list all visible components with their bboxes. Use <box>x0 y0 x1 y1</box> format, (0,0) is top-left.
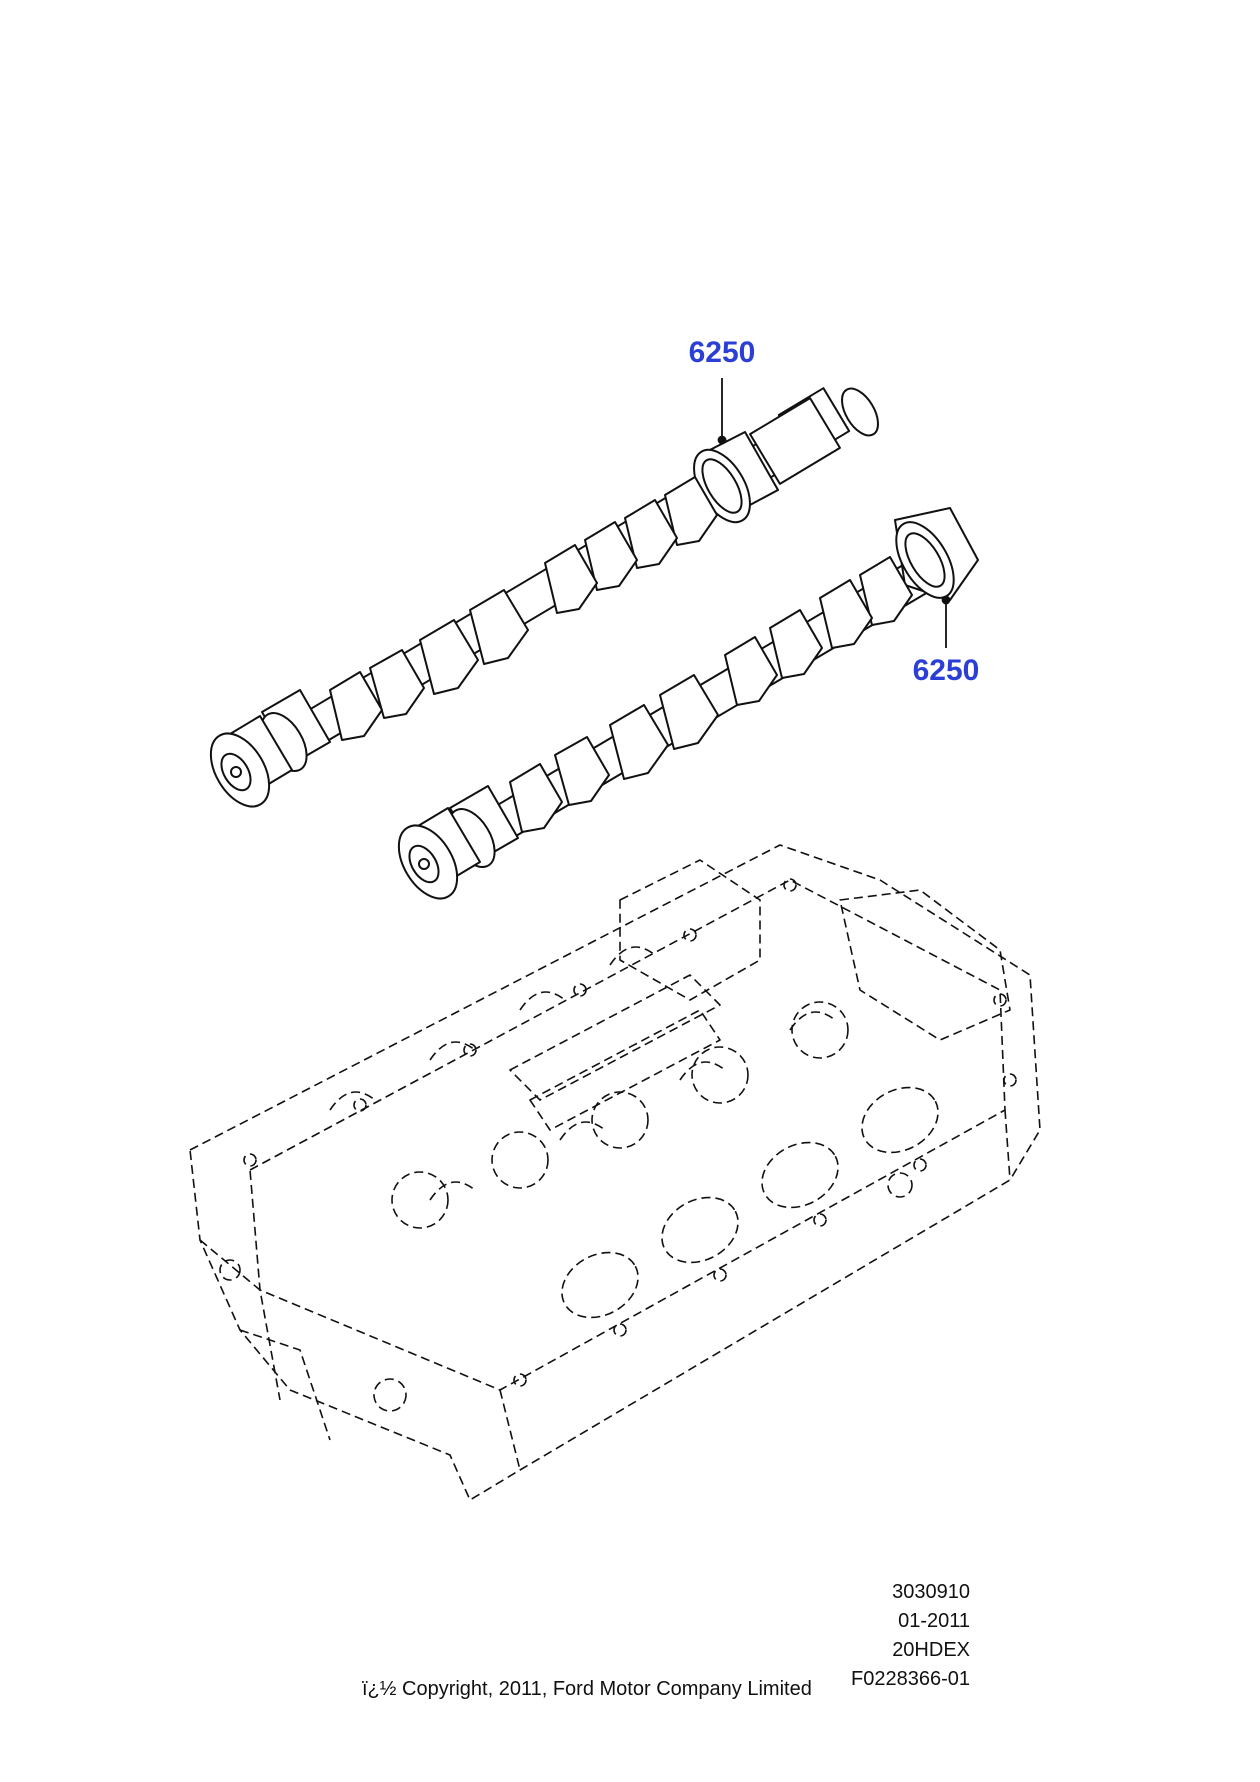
camshaft-upper-nose <box>749 387 879 485</box>
reference-code: 3030910 <box>892 1581 970 1603</box>
camshaft-lower-seal-ring <box>894 507 979 601</box>
camshaft-lower-rear-end <box>397 785 519 900</box>
camshaft-lower-lobes <box>509 556 913 833</box>
reference-block: 3030910 01-2011 20HDEX F0228366-01 <box>851 1578 970 1694</box>
callout-label-upper[interactable]: 6250 <box>689 336 756 369</box>
callout-leaders <box>717 378 951 648</box>
camshaft-upper-rear-end <box>209 689 331 808</box>
copyright-notice: ï¿½ Copyright, 2011, Ford Motor Company … <box>362 1678 812 1700</box>
reference-date: 01-2011 <box>898 1610 970 1632</box>
reference-figure: F0228366-01 <box>851 1668 970 1690</box>
camshaft-lower <box>397 507 979 900</box>
camshaft-upper-lobes <box>329 476 718 741</box>
callout-label-lower[interactable]: 6250 <box>913 654 980 687</box>
cylinder-head-outline <box>189 844 1041 1501</box>
camshaft-upper <box>209 387 879 808</box>
reference-engine: 20HDEX <box>892 1639 970 1661</box>
